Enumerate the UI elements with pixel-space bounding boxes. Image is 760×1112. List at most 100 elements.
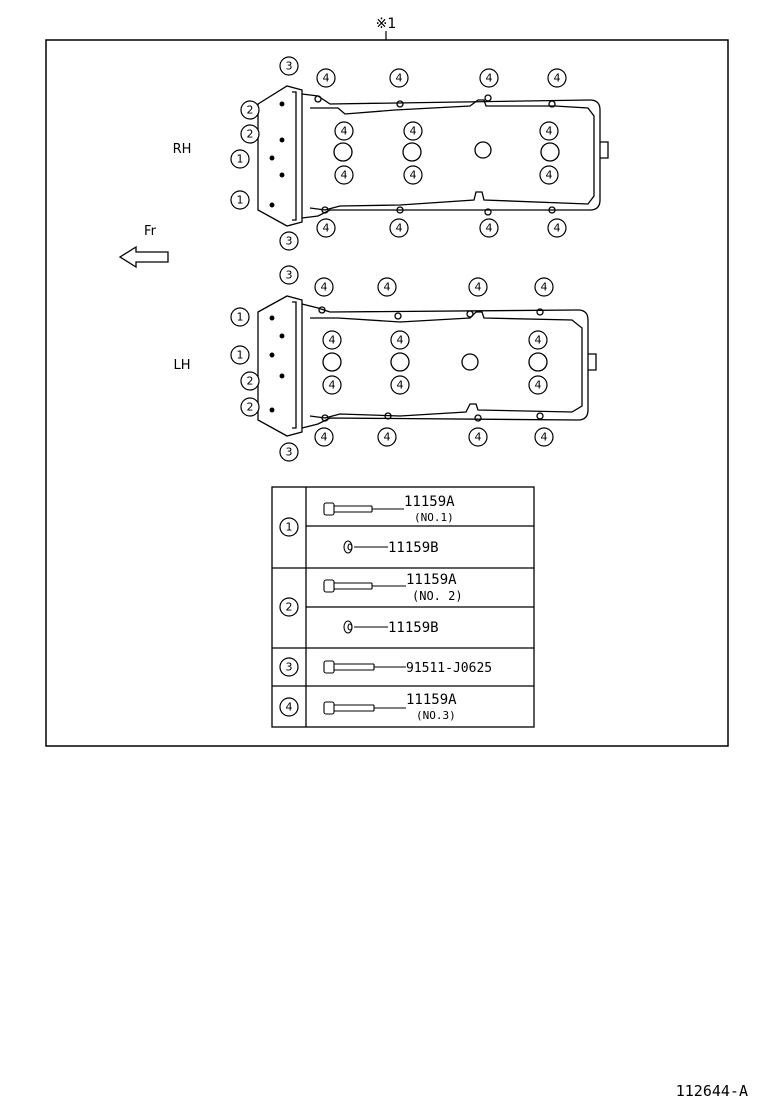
callout-number: 3 bbox=[286, 235, 293, 248]
callout-number: 3 bbox=[286, 60, 293, 73]
callout-number: 4 bbox=[321, 431, 328, 444]
legend-row-1-part-a: 11159A bbox=[404, 494, 455, 510]
callout-number: 4 bbox=[323, 222, 330, 235]
legend-row-3-circle: 3 bbox=[286, 661, 293, 674]
footer-code: 112644-A bbox=[676, 1082, 748, 1100]
washer-icon bbox=[343, 540, 353, 554]
callout-number: 3 bbox=[286, 269, 293, 282]
callout-number: 1 bbox=[237, 349, 244, 362]
callout-4: 4 bbox=[390, 375, 410, 395]
callout-number: 4 bbox=[535, 334, 542, 347]
legend-row-4-circle: 4 bbox=[286, 701, 293, 714]
callout-2: 2 bbox=[240, 100, 260, 120]
callout-4: 4 bbox=[403, 121, 423, 141]
callout-4: 4 bbox=[377, 427, 397, 447]
callout-number: 4 bbox=[384, 431, 391, 444]
callout-4: 4 bbox=[389, 218, 409, 238]
callout-4: 4 bbox=[334, 121, 354, 141]
callout-2: 2 bbox=[240, 371, 260, 391]
callout-4: 4 bbox=[316, 218, 336, 238]
callout-number: 2 bbox=[247, 401, 254, 414]
callout-4: 4 bbox=[322, 330, 342, 350]
bolt-icon bbox=[323, 502, 373, 516]
callout-number: 1 bbox=[237, 194, 244, 207]
callout-number: 4 bbox=[410, 169, 417, 182]
bolt-icon bbox=[323, 701, 375, 715]
legend-row-2-circle: 2 bbox=[286, 601, 293, 614]
callout-4: 4 bbox=[390, 330, 410, 350]
callout-number: 4 bbox=[397, 379, 404, 392]
callout-4: 4 bbox=[403, 165, 423, 185]
bolt-icon bbox=[323, 579, 373, 593]
callout-4: 4 bbox=[389, 68, 409, 88]
callout-1: 1 bbox=[230, 190, 250, 210]
callout-3: 3 bbox=[279, 231, 299, 251]
callout-4: 4 bbox=[314, 277, 334, 297]
callout-1: 1 bbox=[230, 307, 250, 327]
callout-3: 3 bbox=[279, 56, 299, 76]
callout-3: 3 bbox=[279, 265, 299, 285]
callout-number: 4 bbox=[475, 431, 482, 444]
lh-label: LH bbox=[173, 358, 190, 373]
callout-number: 1 bbox=[237, 311, 244, 324]
callout-number: 4 bbox=[341, 169, 348, 182]
header-mark: ※1 bbox=[376, 16, 397, 32]
callout-number: 4 bbox=[329, 334, 336, 347]
callout-4: 4 bbox=[322, 375, 342, 395]
bolt-icon bbox=[323, 660, 375, 674]
callout-4: 4 bbox=[334, 165, 354, 185]
callout-4: 4 bbox=[539, 165, 559, 185]
callout-4: 4 bbox=[534, 427, 554, 447]
callout-number: 4 bbox=[329, 379, 336, 392]
callout-3: 3 bbox=[279, 442, 299, 462]
callout-4: 4 bbox=[314, 427, 334, 447]
lh-cover-gasket bbox=[257, 295, 597, 437]
callout-number: 4 bbox=[475, 281, 482, 294]
callout-number: 4 bbox=[341, 125, 348, 138]
legend-row-1-note: (NO.1) bbox=[414, 511, 454, 524]
outer-frame bbox=[45, 39, 729, 747]
callout-4: 4 bbox=[528, 330, 548, 350]
legend-row-1-part-b: 11159B bbox=[388, 540, 439, 556]
legend-row-3-part: 91511-J0625 bbox=[406, 661, 492, 676]
callout-4: 4 bbox=[468, 427, 488, 447]
callout-number: 4 bbox=[396, 222, 403, 235]
callout-number: 2 bbox=[247, 375, 254, 388]
callout-4: 4 bbox=[534, 277, 554, 297]
callout-4: 4 bbox=[479, 68, 499, 88]
rh-cover-gasket bbox=[257, 85, 609, 227]
front-arrow-icon bbox=[118, 245, 169, 269]
callout-number: 4 bbox=[541, 431, 548, 444]
callout-number: 4 bbox=[535, 379, 542, 392]
callout-number: 1 bbox=[237, 153, 244, 166]
legend-row-3: 3 91511-J0625 bbox=[279, 657, 492, 677]
fastener-legend-table bbox=[271, 486, 535, 728]
legend-row-4-note: (NO.3) bbox=[416, 709, 456, 722]
legend-row-2: 2 11159A (NO. 2) 11159B bbox=[279, 572, 463, 636]
callout-1: 1 bbox=[230, 149, 250, 169]
callout-4: 4 bbox=[547, 218, 567, 238]
callout-4: 4 bbox=[468, 277, 488, 297]
callout-number: 4 bbox=[546, 169, 553, 182]
callout-number: 4 bbox=[397, 334, 404, 347]
callout-4: 4 bbox=[316, 68, 336, 88]
legend-row-4: 4 11159A (NO.3) bbox=[279, 692, 457, 722]
callout-1: 1 bbox=[230, 345, 250, 365]
callout-number: 4 bbox=[321, 281, 328, 294]
legend-row-1: 1 11159A (NO.1) 11159B bbox=[279, 494, 455, 556]
callout-4: 4 bbox=[377, 277, 397, 297]
callout-number: 4 bbox=[486, 72, 493, 85]
washer-icon bbox=[343, 620, 353, 634]
callout-number: 4 bbox=[554, 72, 561, 85]
callout-number: 4 bbox=[546, 125, 553, 138]
callout-number: 4 bbox=[486, 222, 493, 235]
legend-row-2-part-b: 11159B bbox=[388, 620, 439, 636]
callout-number: 4 bbox=[396, 72, 403, 85]
legend-row-2-note: (NO. 2) bbox=[412, 589, 463, 603]
legend-row-4-part: 11159A bbox=[406, 692, 457, 708]
callout-4: 4 bbox=[479, 218, 499, 238]
callout-4: 4 bbox=[547, 68, 567, 88]
callout-number: 4 bbox=[323, 72, 330, 85]
legend-row-1-circle: 1 bbox=[286, 521, 293, 534]
front-label: Fr bbox=[144, 224, 157, 239]
